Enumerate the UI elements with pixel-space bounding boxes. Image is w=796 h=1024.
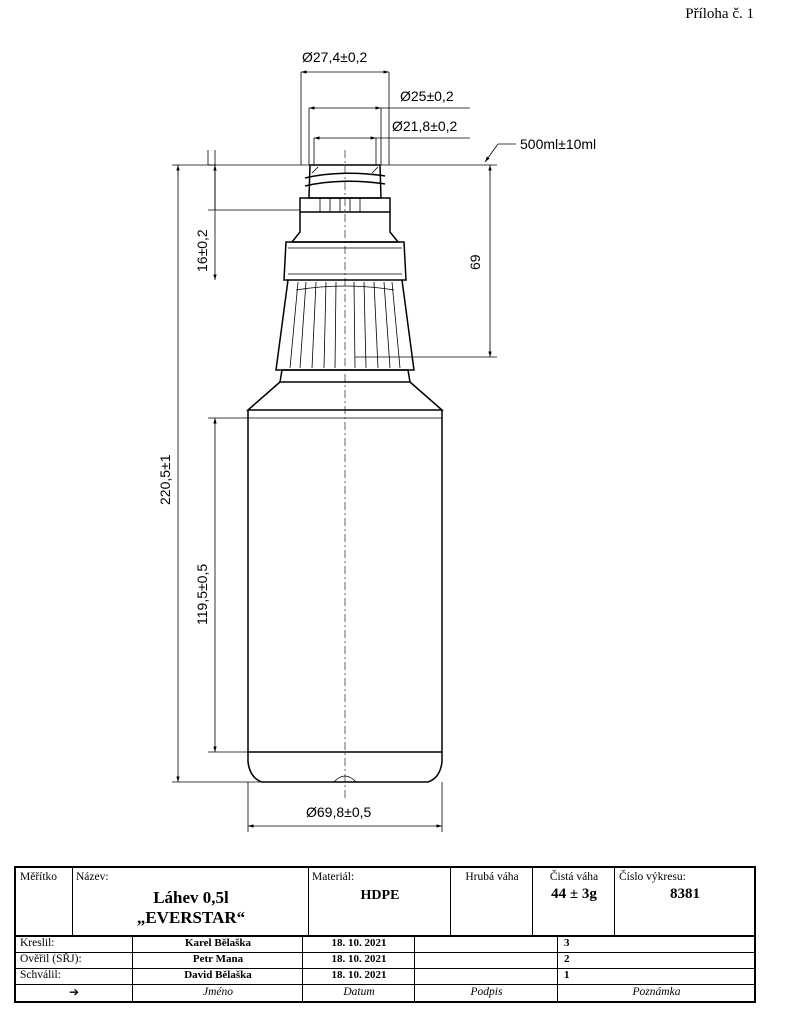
dim-outer-thread: Ø27,4±0,2 [300, 49, 390, 165]
scale-label: Měřítko [20, 871, 58, 883]
dim-neck-height-label: 16±0,2 [194, 229, 210, 272]
bottle-outline [246, 164, 444, 783]
row-date: 18. 10. 2021 [331, 937, 387, 949]
row-note: 1 [564, 969, 570, 981]
name-label: Název: [76, 871, 109, 883]
product-name-line2: „EVERSTAR“ [136, 908, 246, 927]
dim-inner-label: Ø21,8±0,2 [392, 118, 457, 134]
net-weight-label: Čistá váha [549, 871, 599, 883]
dim-inner: Ø21,8±0,2 [313, 118, 470, 165]
footer-name: Jméno [202, 986, 233, 998]
row-role: Kreslil: [20, 937, 55, 949]
dim-body-height: 119,5±0,5 [194, 417, 248, 753]
dim-shoulder-height-label: 69 [467, 254, 483, 270]
row-note: 2 [564, 953, 570, 965]
row-role: Schválil: [20, 969, 61, 981]
volume-label: 500ml±10ml [520, 136, 596, 152]
dim-thread: Ø25±0,2 [308, 88, 470, 165]
title-block: Měřítko Název: Láhev 0,5l „EVERSTAR“ Mat… [14, 866, 756, 1003]
row-note: 3 [564, 937, 570, 949]
row-name: David Bělaška [184, 969, 252, 981]
dim-thread-label: Ø25±0,2 [400, 88, 454, 104]
annex-label: Příloha č. 1 [685, 6, 754, 22]
material-value: HDPE [360, 888, 400, 903]
arrow-icon: ➔ [68, 985, 80, 999]
volume-leader: 500ml±10ml [484, 136, 596, 163]
footer-date: Datum [343, 986, 375, 998]
dim-total-height: 220,5±1 [157, 164, 312, 783]
row-name: Petr Mana [192, 953, 244, 965]
dim-body-diameter: Ø69,8±0,5 [247, 782, 443, 832]
footer-sign: Podpis [470, 986, 503, 998]
dim-body-diameter-label: Ø69,8±0,5 [306, 804, 371, 820]
gross-weight-label: Hrubá váha [465, 871, 519, 883]
material-label: Materiál: [312, 871, 355, 883]
row-date: 18. 10. 2021 [331, 953, 387, 965]
dim-total-height-label: 220,5±1 [157, 454, 173, 505]
bottle-technical-drawing: Ø27,4±0,2 Ø25±0,2 Ø21,8±0,2 500ml±10ml 2… [157, 49, 596, 832]
product-name-line1: Láhev 0,5l [153, 888, 229, 907]
footer-note: Poznámka [632, 986, 681, 998]
drawing-number-label: Číslo výkresu: [619, 871, 686, 883]
drawing-number-value: 8381 [670, 886, 700, 902]
dim-shoulder-height: 69 [355, 164, 497, 358]
dim-body-height-label: 119,5±0,5 [194, 564, 210, 625]
row-date: 18. 10. 2021 [331, 969, 387, 981]
row-role: Ověřil (SŘJ): [20, 953, 82, 965]
dim-neck-height: 16±0,2 [194, 150, 300, 280]
row-name: Karel Bělaška [184, 937, 252, 949]
net-weight-value: 44 ± 3g [551, 886, 597, 902]
dim-outer-thread-label: Ø27,4±0,2 [302, 49, 367, 65]
